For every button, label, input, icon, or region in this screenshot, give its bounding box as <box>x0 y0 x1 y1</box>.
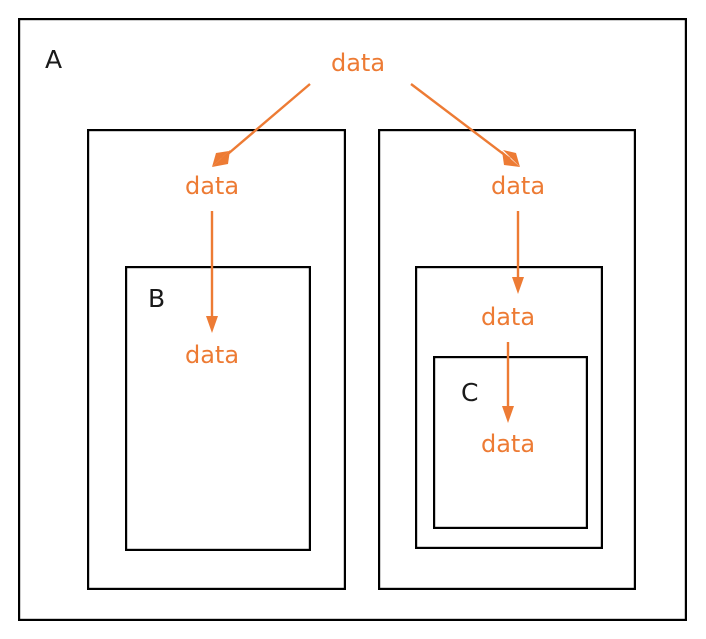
arrow-root-to-left-head2 <box>212 151 229 167</box>
arrow-group <box>206 83 524 423</box>
box-outer-a[interactable] <box>18 18 687 621</box>
arrow-root-to-right-line <box>410 83 511 160</box>
arrow-right-outer-to-mid-head <box>512 277 524 294</box>
data-label-root: data <box>331 49 385 77</box>
box-b[interactable] <box>124 266 312 551</box>
data-label-left-inner: data <box>185 341 239 369</box>
data-label-right-mid: data <box>481 303 535 331</box>
box-left-middle[interactable] <box>86 129 346 590</box>
box-label-b: B <box>148 284 165 313</box>
box-c[interactable] <box>433 356 589 530</box>
arrow-right-outer-to-mid <box>512 211 524 294</box>
box-group <box>18 18 687 621</box>
box-label-c: C <box>461 378 478 407</box>
arrow-root-to-left-line <box>221 83 311 160</box>
arrow-left-outer-to-inner <box>206 211 218 333</box>
arrow-left-outer-to-inner-head <box>206 316 218 333</box>
data-label-right-inner: data <box>481 430 535 458</box>
arrow-root-to-right-head2 <box>503 150 520 167</box>
box-label-group: A B C <box>45 45 478 407</box>
box-right-middle[interactable] <box>378 129 637 590</box>
data-label-right-outer: data <box>491 172 545 200</box>
data-label-group: data data data data data data <box>185 49 545 458</box>
arrow-right-mid-to-inner <box>502 342 514 423</box>
arrow-root-to-right-head <box>502 151 520 167</box>
arrow-root-to-right <box>410 83 520 167</box>
data-label-left-outer: data <box>185 172 239 200</box>
arrow-right-mid-to-inner-head <box>502 406 514 423</box>
box-right-inner[interactable] <box>415 266 604 549</box>
arrow-root-to-left <box>212 83 311 167</box>
box-label-a: A <box>45 45 62 74</box>
